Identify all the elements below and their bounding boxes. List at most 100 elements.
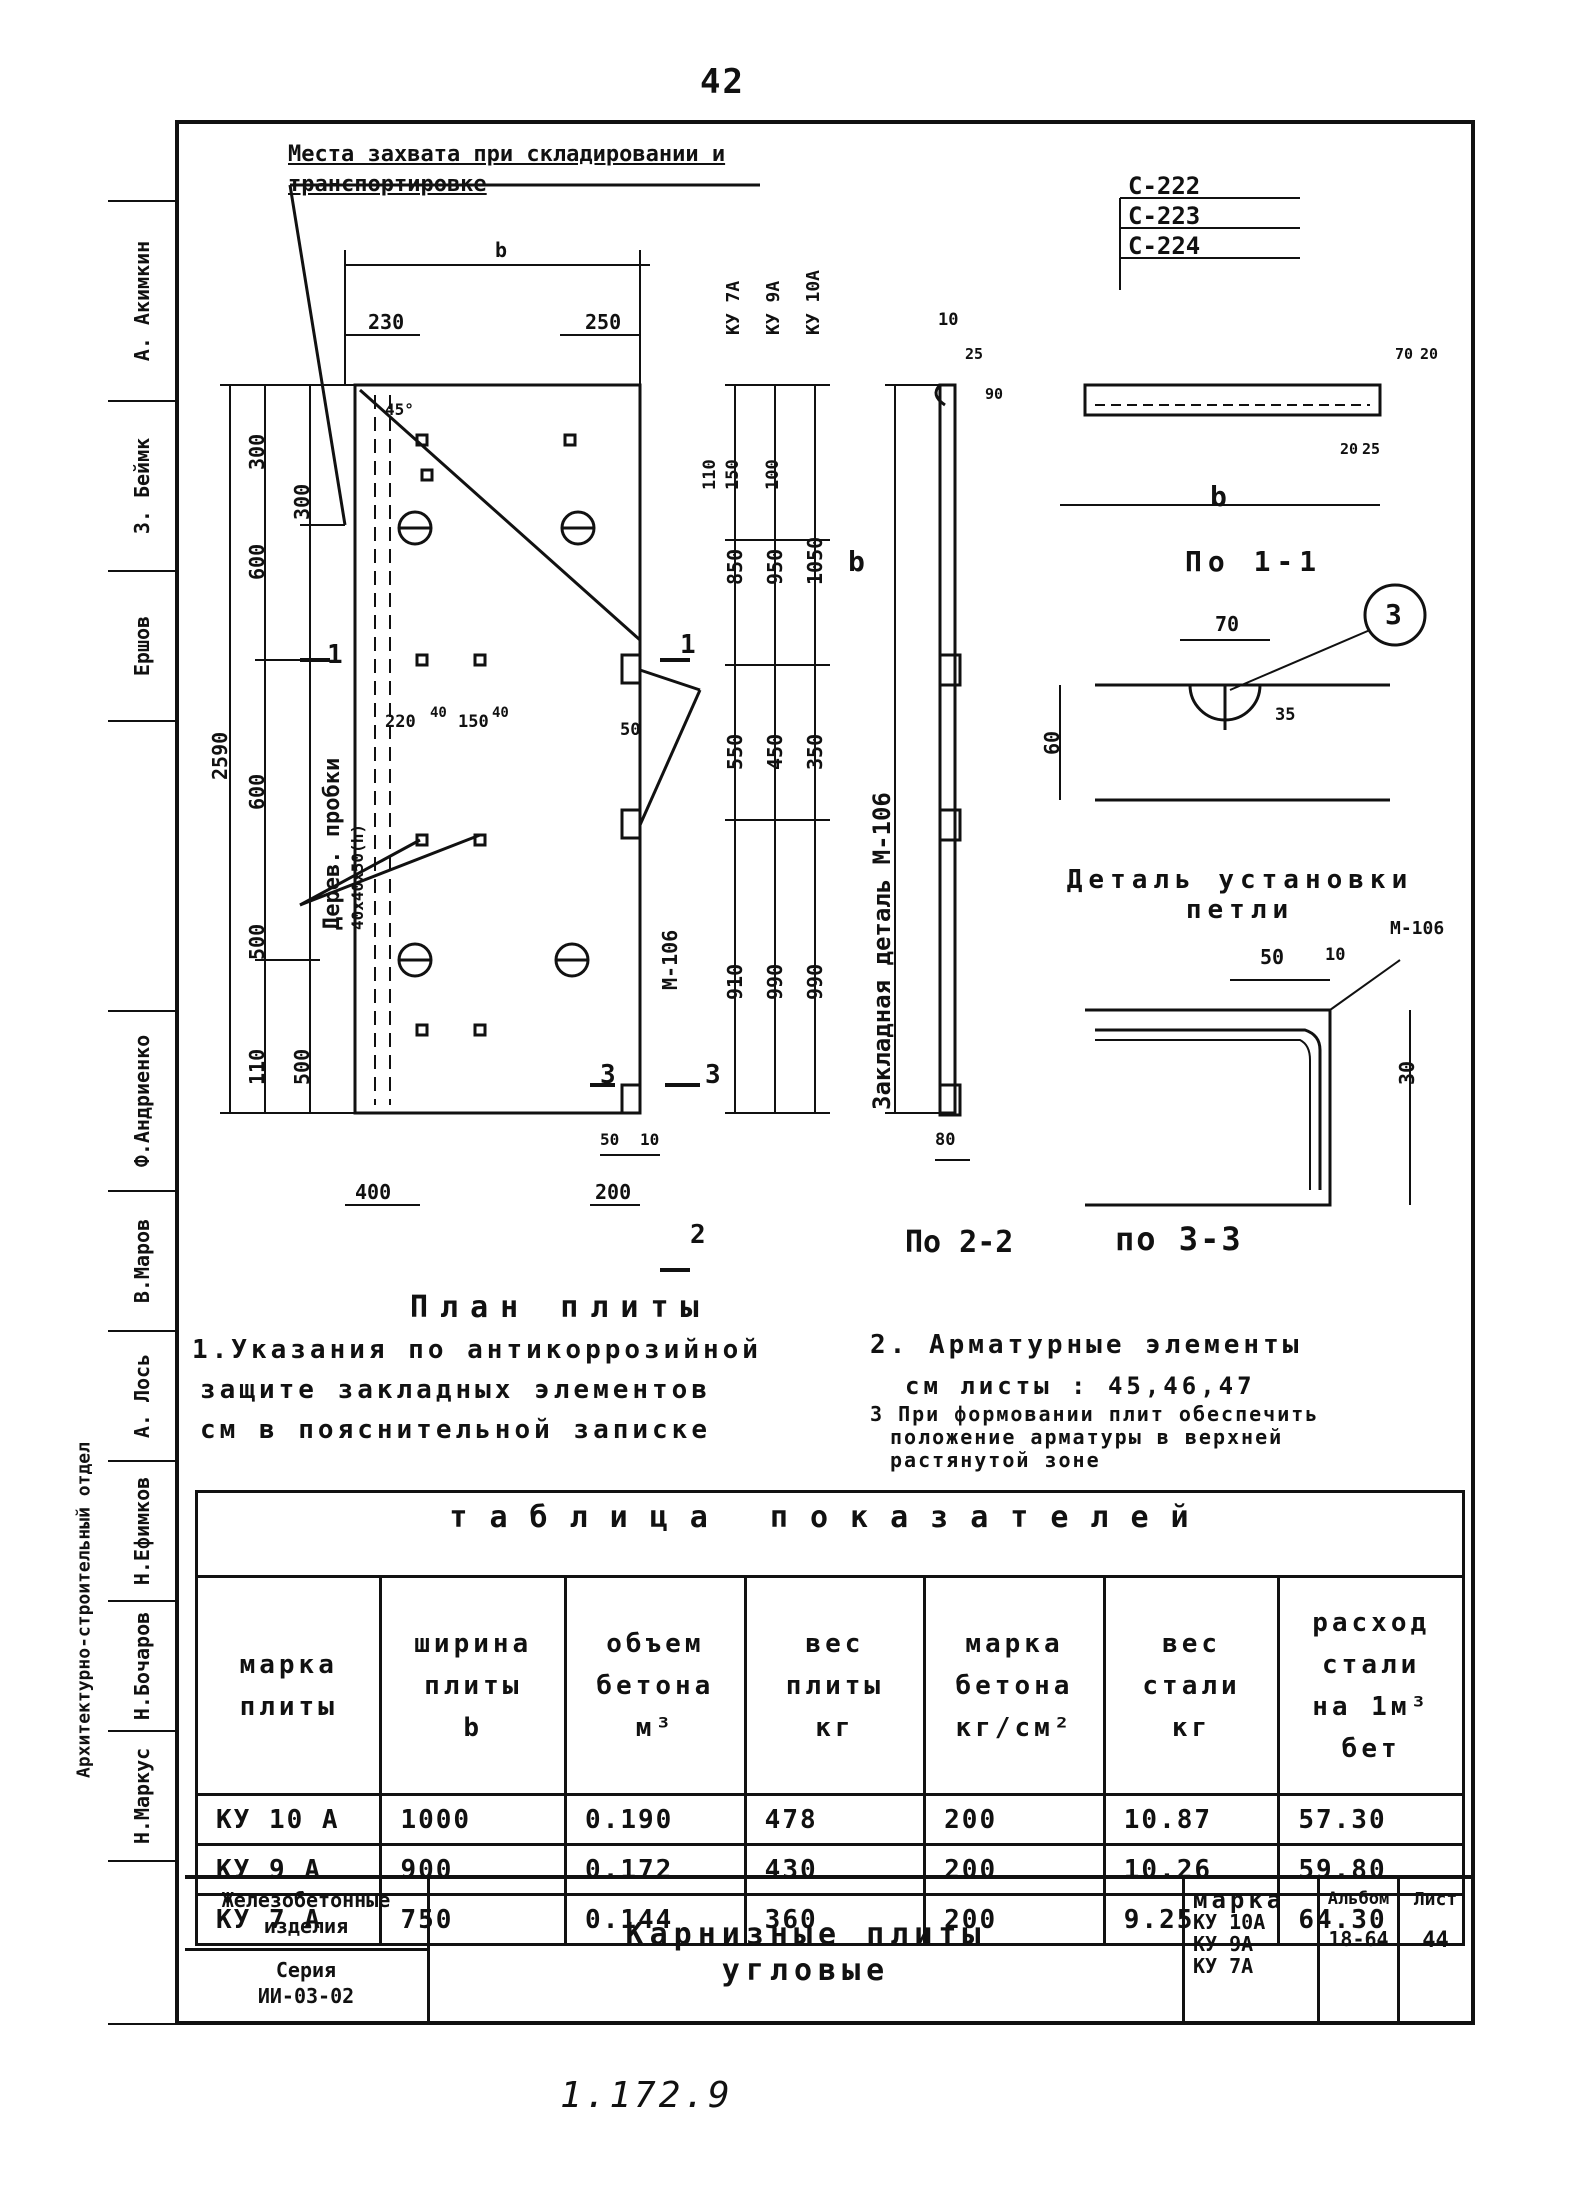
dim-40a: 40 — [430, 705, 447, 721]
title-block-marks: марка КУ 10А КУ 9А КУ 7А — [1185, 1879, 1320, 2025]
dim-50: 50 — [620, 720, 641, 740]
dim-2590: 2590 — [208, 731, 232, 780]
album-value: 18-64 — [1328, 1927, 1389, 1951]
section-2-2-title: По 2-2 — [905, 1225, 1014, 1260]
cut-mark-1-left: 1 — [327, 640, 343, 670]
cell-volume: 0.190 — [564, 1793, 747, 1846]
sidebar-cell: А. Лось — [108, 1330, 175, 1460]
col-dim-1: 1050 — [803, 536, 827, 585]
cell-weight: 430 — [743, 1843, 927, 1896]
bottom-handwritten-note: 1.172.9 — [560, 2075, 733, 2116]
side-dim-80: 80 — [935, 1130, 956, 1150]
loop-detail-title: Деталь установки петли — [1066, 865, 1414, 925]
lifting-places-label: Места захвата при складировании и трансп… — [288, 142, 726, 197]
mark-value: КУ 10А — [1193, 1910, 1266, 1934]
note-1-line-3: см в пояснительной записке — [200, 1415, 711, 1445]
cell-width: 900 — [379, 1843, 568, 1896]
sec33-m106: М-106 — [1390, 918, 1445, 939]
drawing-frame — [175, 120, 1475, 2025]
col-header-7a: КУ 7А — [723, 280, 744, 335]
side-dim-b: b — [848, 545, 865, 578]
cell-steel: 10.87 — [1102, 1793, 1281, 1846]
bar-c224: С-224 — [1128, 232, 1201, 260]
col-dim-top: 100 — [763, 459, 783, 490]
bar-c222: С-222 — [1128, 172, 1201, 200]
dim-300-inner: 300 — [290, 483, 314, 520]
table-title: таблица показателей — [449, 1500, 1211, 1535]
approval-sidebar: А. Акимкин З. Беймк Ершов Ф.Андриенко В.… — [108, 120, 175, 2025]
series-line-2: ИИ-03-02 — [257, 1984, 355, 2008]
dim-300: 300 — [245, 433, 269, 470]
dim-600a: 600 — [245, 543, 269, 580]
cell-grade: 200 — [923, 1893, 1106, 1946]
sidebar-cell: Н.Бочаров — [108, 1600, 175, 1730]
col-dim-1: 950 — [763, 548, 787, 585]
drawing-name-line-2: угловые — [721, 1953, 891, 1988]
loop-dim-35: 35 — [1275, 705, 1296, 725]
note-3-line-2: положение арматуры в верхней — [890, 1425, 1284, 1449]
col-header-9a: КУ 9А — [763, 280, 784, 335]
loop-dim-60: 60 — [1040, 730, 1064, 755]
sidebar-cell: З. Беймк — [108, 400, 175, 570]
cut-mark-2: 2 — [690, 1220, 706, 1250]
plan-m106: М-106 — [658, 929, 682, 990]
dim-angle: 45° — [385, 400, 414, 419]
table-row: КУ 7 А 750 0.144 360 200 9.25 64.30 — [194, 1893, 1465, 1946]
section-1-1-title: По 1-1 — [1185, 545, 1323, 578]
dim-400: 400 — [355, 1180, 392, 1204]
series-line-1: Серия — [275, 1958, 337, 1982]
callout-3: 3 — [1385, 598, 1402, 631]
col-dim-top: 110 — [700, 459, 720, 490]
title-block: Железобетонные изделия Серия ИИ-03-02 Ка… — [185, 1875, 1471, 2025]
sec33-dim-30: 30 — [1395, 1060, 1419, 1085]
dim-250: 250 — [585, 310, 622, 334]
note-1-line-1: 1.Указания по антикоррозийной — [192, 1335, 762, 1365]
side-dim-90: 90 — [985, 385, 1004, 403]
table-row: КУ 9 А 900 0.172 430 200 10.26 59.80 — [194, 1843, 1465, 1896]
sec11-dim: 25 — [1362, 440, 1381, 458]
title-block-name: Карнизные плиты угловые — [430, 1879, 1185, 2025]
sidebar-cell: Н.Ефимков — [108, 1460, 175, 1600]
sidebar-cell: Н.Маркус — [108, 1730, 175, 1860]
table-row: КУ 10 А 1000 0.190 478 200 10.87 57.30 — [194, 1793, 1465, 1846]
col-dim-3: 990 — [803, 963, 827, 1000]
cell-mark: КУ 9 А — [194, 1843, 383, 1896]
cell-consumption: 57.30 — [1277, 1793, 1465, 1846]
col-dim-3: 990 — [763, 963, 787, 1000]
slab-plan-outline — [353, 383, 642, 1115]
cell-consumption: 59.80 — [1277, 1843, 1465, 1896]
title-block-album: Альбом 18-64 — [1320, 1879, 1400, 2025]
note-3-line-3: растянутой зоне — [890, 1448, 1101, 1472]
sec11-dim: 70 — [1395, 345, 1414, 363]
mark-value: КУ 7А — [1193, 1954, 1254, 1978]
sheet-label: Лист — [1413, 1889, 1458, 1910]
col-dim-2: 550 — [723, 733, 747, 770]
cell-steel: 10.26 — [1102, 1843, 1281, 1896]
category-line-1: Железобетонные — [221, 1888, 391, 1912]
dim-110: 110 — [245, 1048, 269, 1085]
dim-230: 230 — [368, 310, 405, 334]
note-3-line-1: 3 При формовании плит обеспечить — [870, 1402, 1320, 1426]
cell-volume: 0.172 — [564, 1843, 747, 1896]
cell-steel: 9.25 — [1102, 1893, 1281, 1946]
cut-mark-3-left: 3 — [600, 1060, 616, 1090]
sec11-b: b — [1210, 480, 1227, 513]
cell-width: 1000 — [379, 1793, 568, 1846]
drawing-name-line-1: Карнизные плиты — [625, 1917, 987, 1952]
sidebar-cell: В.Маров — [108, 1190, 175, 1330]
loop-dim-70: 70 — [1215, 612, 1240, 636]
bar-c223: С-223 — [1128, 202, 1201, 230]
col-header-10a: КУ 10А — [803, 269, 824, 335]
cell-volume: 0.144 — [564, 1893, 747, 1946]
title-block-category: Железобетонные изделия Серия ИИ-03-02 — [185, 1879, 430, 2025]
col-dim-1: 850 — [723, 548, 747, 585]
dim-150: 150 — [458, 712, 489, 732]
dim-200: 200 — [595, 1180, 632, 1204]
section-3-3-title: по 3-3 — [1115, 1220, 1243, 1258]
